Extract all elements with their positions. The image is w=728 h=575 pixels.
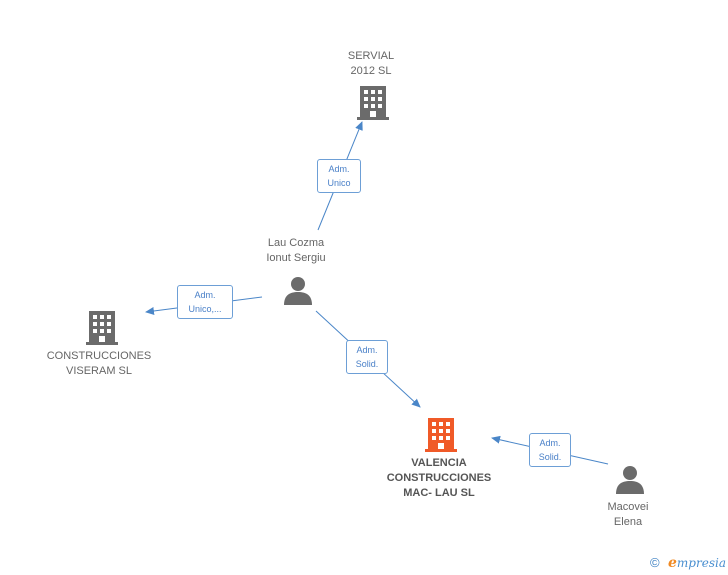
node-label-macovei[interactable]: Macovei Elena <box>608 500 649 530</box>
edge-role-line2: Unico <box>327 178 351 188</box>
servial-name-line1: SERVIAL <box>347 50 395 62</box>
node-label-lau[interactable]: Lau Cozma Ionut Sergiu <box>266 236 325 266</box>
person-icon[interactable] <box>283 275 313 305</box>
copyright-icon: © <box>650 555 660 570</box>
empresia-logo[interactable]: empresia <box>668 555 726 571</box>
edge-role-line2: Solid. <box>538 452 562 462</box>
edge-label-lau-valencia[interactable]: Adm. Solid. <box>346 340 388 374</box>
lau-name-line1: Lau Cozma <box>267 237 325 249</box>
edge-label-lau-servial[interactable]: Adm. Unico <box>317 159 361 193</box>
valencia-name-line1: VALENCIA <box>411 457 467 469</box>
building-icon[interactable] <box>86 309 118 345</box>
brand-first-letter: e <box>668 555 677 571</box>
node-label-servial[interactable]: SERVIAL 2012 SL <box>348 49 394 79</box>
building-icon[interactable] <box>357 84 389 120</box>
node-label-valencia[interactable]: VALENCIA CONSTRUCCIONES MAC- LAU SL <box>387 456 492 501</box>
person-icon[interactable] <box>615 464 645 494</box>
edge-label-lau-viseram[interactable]: Adm. Unico,... <box>177 285 233 319</box>
lau-name-line2: Ionut Sergiu <box>266 252 326 264</box>
macovei-name-line2: Elena <box>613 516 643 528</box>
macovei-name-line1: Macovei <box>607 501 649 513</box>
edge-role-line2: Solid. <box>355 359 379 369</box>
valencia-name-line3: MAC- LAU SL <box>403 487 475 499</box>
valencia-name-line2: CONSTRUCCIONES <box>386 472 492 484</box>
edge-role-line1: Adm. <box>539 438 561 448</box>
building-icon-main[interactable] <box>425 416 457 452</box>
node-label-viseram[interactable]: CONSTRUCCIONES VISERAM SL <box>47 349 152 379</box>
edge-role-line1: Adm. <box>328 164 350 174</box>
viseram-name-line1: CONSTRUCCIONES <box>46 350 152 362</box>
edge-role-line1: Adm. <box>356 345 378 355</box>
edge-role-line2: Unico,... <box>188 304 222 314</box>
servial-name-line2: 2012 SL <box>350 65 392 77</box>
edge-role-line1: Adm. <box>194 290 216 300</box>
viseram-name-line2: VISERAM SL <box>65 365 133 377</box>
edge-label-macovei-valencia[interactable]: Adm. Solid. <box>529 433 571 467</box>
brand-rest: mpresia <box>676 556 726 570</box>
